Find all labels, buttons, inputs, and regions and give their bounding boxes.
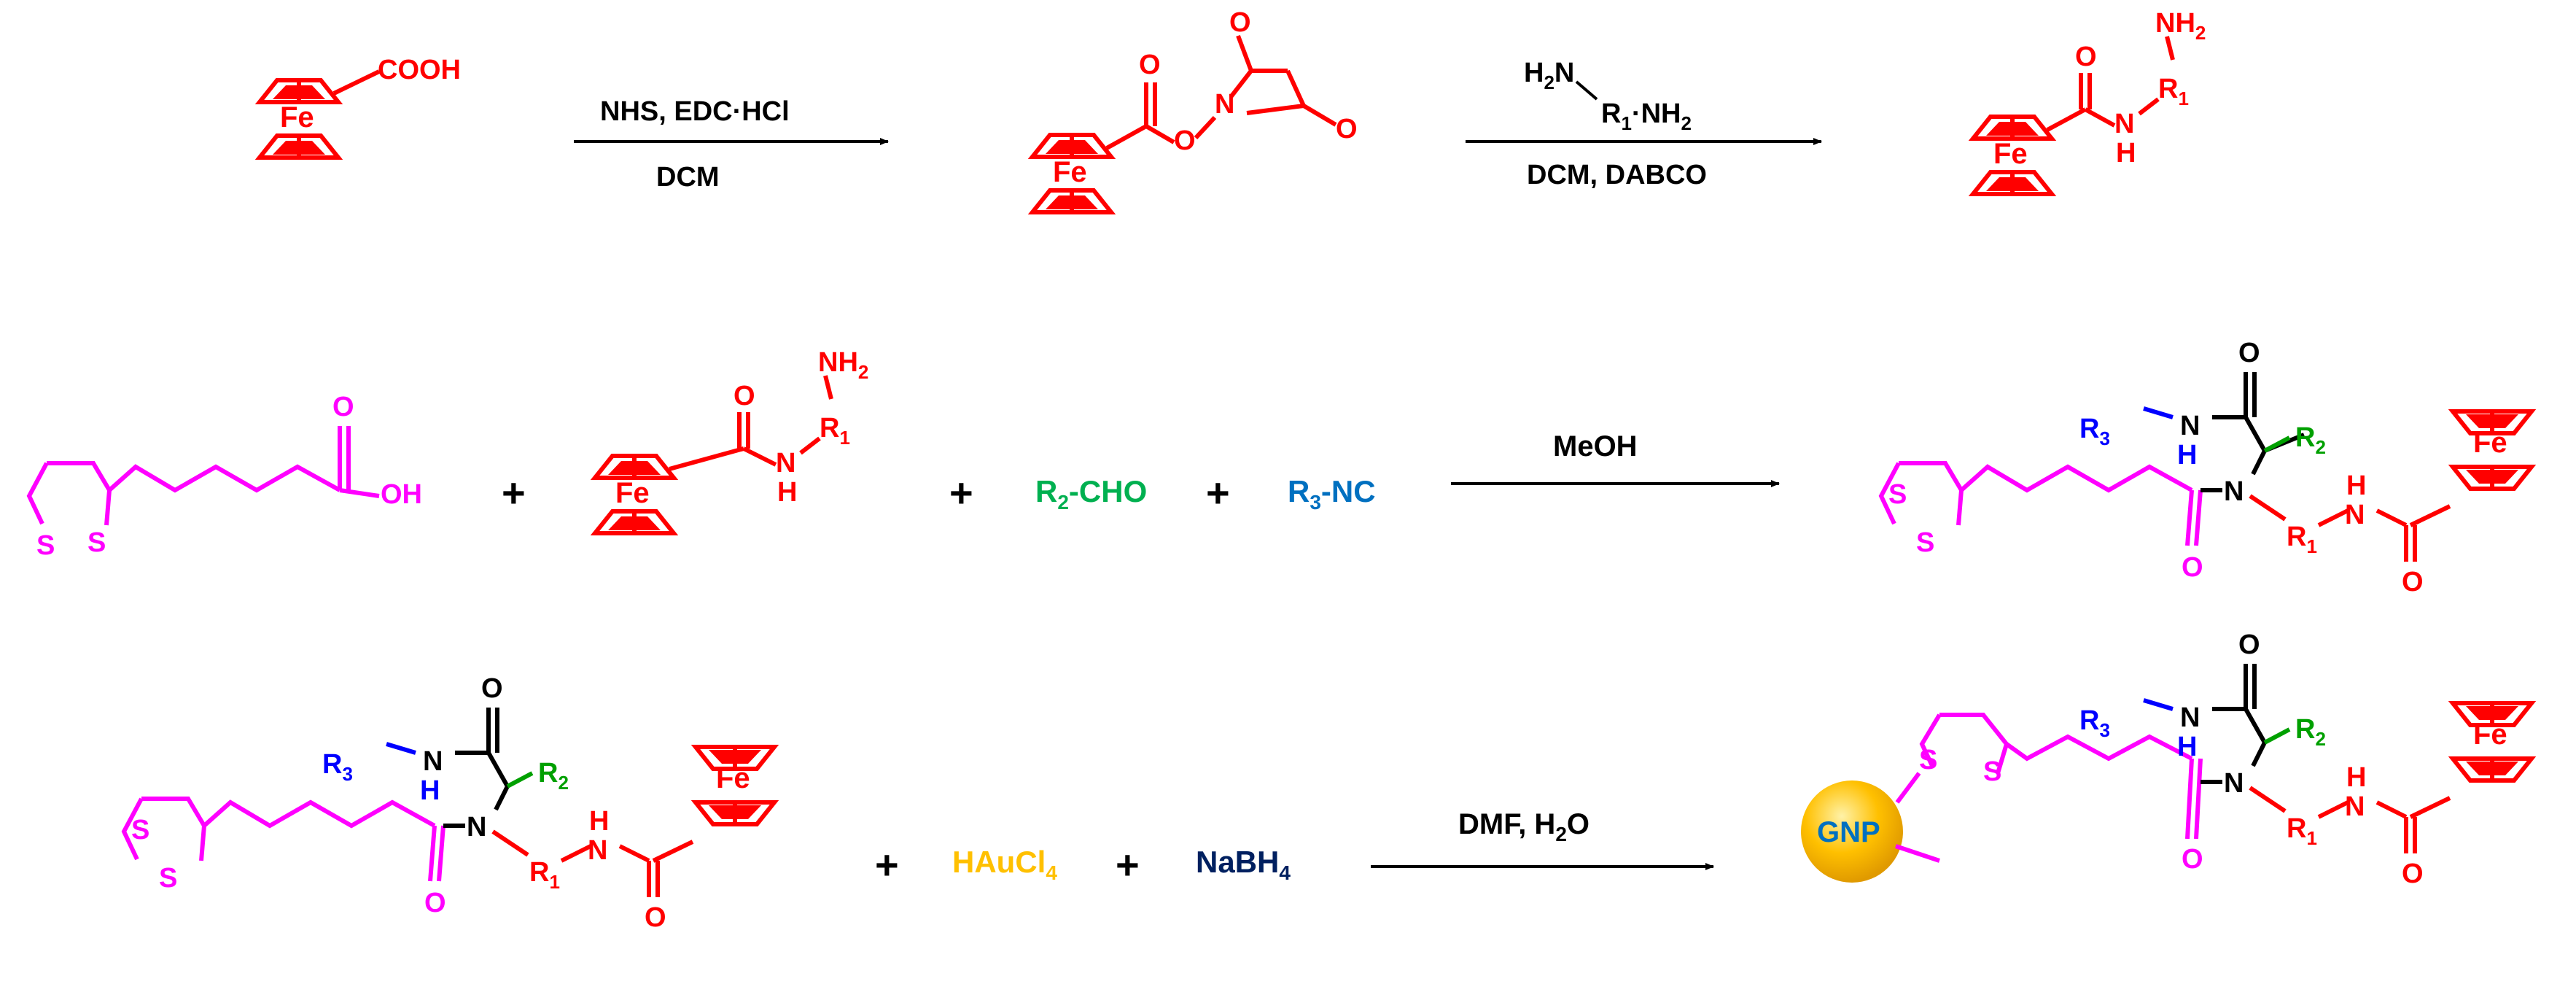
svg-text:O: O (2402, 567, 2424, 597)
ferrocene-amide-amine: Fe O N H NH2 R1 (1973, 8, 2206, 194)
svg-text:R1: R1 (2158, 74, 2189, 109)
svg-text:N: N (423, 746, 443, 777)
plus-sign: + (949, 470, 973, 516)
svg-text:O: O (1336, 114, 1358, 144)
svg-text:Fe: Fe (615, 477, 650, 509)
ferrocene-carboxylic-acid: COOH Fe (260, 55, 461, 158)
svg-text:MeOH: MeOH (1553, 430, 1638, 462)
svg-text:R1: R1 (820, 413, 850, 449)
svg-text:S: S (159, 863, 177, 894)
svg-text:N: N (2180, 702, 2200, 733)
svg-text:N: N (776, 448, 795, 479)
svg-text:O: O (645, 902, 666, 933)
svg-text:H: H (2177, 440, 2197, 470)
svg-text:N: N (2224, 768, 2244, 799)
svg-text:H2N: H2N (1524, 58, 1574, 93)
svg-text:R3: R3 (322, 749, 353, 785)
gnp-label: GNP (1817, 816, 1880, 848)
svg-text:H: H (589, 806, 609, 837)
svg-text:H: H (2177, 732, 2197, 762)
plus-sign: + (875, 842, 899, 888)
svg-text:S: S (1919, 745, 1937, 775)
svg-text:H: H (2346, 470, 2366, 501)
svg-text:NH2: NH2 (818, 347, 868, 383)
isocyanide-label: R3-NC (1288, 474, 1376, 514)
svg-text:N: N (2180, 411, 2200, 441)
svg-text:N: N (1215, 89, 1234, 120)
svg-text:H: H (420, 775, 440, 806)
svg-text:O: O (481, 673, 503, 704)
svg-text:O: O (734, 381, 755, 411)
svg-text:R1·NH2: R1·NH2 (1601, 98, 1692, 134)
svg-text:O: O (1139, 50, 1161, 80)
arrow-step-2: H2N R1·NH2 DCM, DABCO (1466, 58, 1822, 190)
svg-text:H: H (2116, 138, 2136, 168)
svg-text:R1: R1 (529, 857, 560, 893)
s-atom: S (87, 527, 106, 558)
ugi-product-row2: S S O O R3 N H R2 N R1 N H O (1878, 338, 2532, 597)
arrow-step-3: MeOH (1451, 430, 1780, 487)
svg-text:O: O (2182, 552, 2203, 583)
svg-text:N: N (2345, 791, 2365, 822)
plus-sign: + (1116, 842, 1140, 888)
svg-text:S: S (1916, 527, 1934, 558)
svg-text:OH: OH (381, 479, 422, 510)
svg-text:R2: R2 (538, 758, 569, 794)
svg-text:N: N (2224, 476, 2244, 507)
svg-text:S: S (1888, 479, 1907, 510)
svg-text:S: S (1983, 756, 2001, 787)
plus-sign: + (502, 470, 526, 516)
svg-text:O: O (1174, 125, 1196, 156)
svg-text:R3: R3 (2079, 414, 2110, 449)
s-atom: S (36, 530, 55, 561)
plus-sign: + (1206, 470, 1230, 516)
gnp-conjugate: GNP S S O O R3 N H R2 N R1 N (1801, 629, 2532, 889)
ferrocene-amide-amine-reagent: Fe O N H NH2 R1 (595, 347, 868, 533)
svg-text:O: O (2238, 629, 2260, 660)
ferrocene-nhs-ester: Fe O O N O O (1032, 7, 1358, 212)
arrow-step-1: NHS, EDC·HCl DCM (574, 96, 889, 193)
gold-salt-label: HAuCl4 (952, 845, 1057, 884)
arrow-2-conditions: DCM, DABCO (1527, 160, 1707, 190)
svg-text:N: N (588, 835, 607, 866)
lipoic-acid (26, 426, 380, 526)
arrow-1-reagents: NHS, EDC·HCl (600, 96, 790, 127)
svg-text:O: O (2182, 844, 2203, 875)
svg-text:N: N (2345, 500, 2365, 530)
svg-text:O: O (1229, 7, 1251, 38)
svg-text:R1: R1 (2287, 813, 2317, 849)
cooh-label: COOH (378, 55, 461, 85)
arrow-step-4: DMF, H2O (1371, 808, 1714, 870)
svg-text:R2: R2 (2295, 422, 2326, 458)
svg-text:NH2: NH2 (2155, 8, 2206, 44)
fe-label: Fe (280, 101, 314, 133)
svg-text:O: O (332, 392, 354, 422)
svg-text:N: N (467, 812, 486, 842)
arrow-1-solvent: DCM (656, 162, 720, 193)
svg-text:R1: R1 (2287, 522, 2317, 557)
fe-label: Fe (1053, 156, 1087, 188)
svg-text:H: H (2346, 762, 2366, 793)
svg-text:S: S (131, 815, 149, 845)
svg-text:O: O (2402, 859, 2424, 889)
svg-text:Fe: Fe (2473, 427, 2507, 459)
svg-text:N: N (2114, 109, 2134, 139)
svg-text:H: H (777, 477, 797, 508)
svg-text:O: O (424, 888, 446, 918)
svg-text:Fe: Fe (1993, 138, 2028, 170)
svg-text:O: O (2075, 42, 2097, 72)
aldehyde-label: R2-CHO (1035, 474, 1147, 514)
nabh4-label: NaBH4 (1196, 845, 1291, 884)
ugi-product-row3: S S O O R3 N H R2 N R1 N H O (121, 673, 774, 933)
svg-text:Fe: Fe (2473, 718, 2507, 751)
gold-nanoparticle (1801, 780, 1903, 883)
svg-text:R3: R3 (2079, 705, 2110, 741)
svg-text:Fe: Fe (716, 762, 750, 794)
svg-text:DMF, H2O: DMF, H2O (1458, 808, 1589, 845)
svg-text:O: O (2238, 338, 2260, 368)
svg-text:R2: R2 (2295, 714, 2326, 750)
